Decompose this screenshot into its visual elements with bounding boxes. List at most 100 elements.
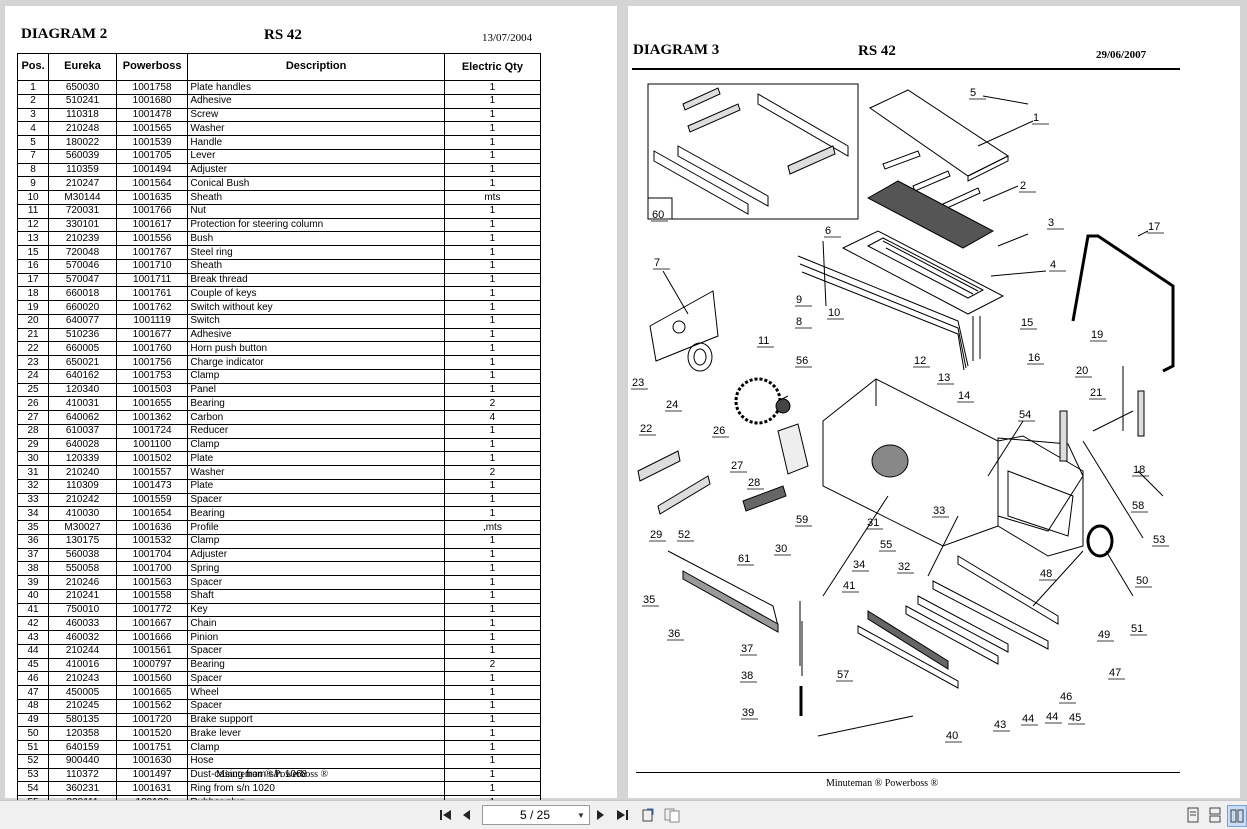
column-header-powerboss: Powerboss [115, 53, 189, 81]
cell-eureka: 450005 [48, 685, 117, 700]
cell-qty: 1 [443, 383, 542, 397]
cell-qty: 1 [443, 218, 542, 232]
next-page-icon[interactable] [593, 805, 609, 825]
cell-qty: 1 [443, 561, 542, 576]
cell-pos: 22 [16, 341, 50, 356]
cell-powerboss: 1001762 [115, 300, 189, 315]
document-date: 13/07/2004 [482, 32, 533, 44]
cell-eureka: 750010 [48, 603, 117, 617]
cell-eureka: 120340 [48, 383, 117, 397]
callout-number: 36 [668, 628, 680, 640]
callout-number: 17 [1148, 221, 1160, 233]
last-page-icon[interactable] [613, 805, 631, 825]
callout-number: 58 [1132, 500, 1144, 512]
cell-powerboss: 1001724 [115, 424, 189, 438]
cell-pos: 1 [16, 80, 50, 95]
single-page-view-icon[interactable] [1185, 805, 1201, 825]
cell-pos: 47 [16, 685, 50, 700]
cell-eureka: 640077 [48, 314, 117, 328]
first-page-icon[interactable] [437, 805, 455, 825]
cell-eureka: 110309 [48, 479, 117, 493]
cell-eureka: 570046 [48, 259, 117, 273]
cell-powerboss: 1001655 [115, 396, 189, 411]
cell-description: Clamp [187, 534, 445, 548]
callout-number: 26 [713, 425, 725, 437]
cell-powerboss: 1001654 [115, 506, 189, 521]
cell-eureka: 660005 [48, 341, 117, 356]
cell-description: Reducer [187, 424, 445, 438]
cell-pos: 2 [16, 94, 50, 108]
continuous-view-icon[interactable] [1207, 805, 1223, 825]
cell-qty: 1 [443, 80, 542, 95]
cell-description: Spacer [187, 699, 445, 713]
cell-pos: 34 [16, 506, 50, 521]
facing-view-icon[interactable] [1227, 805, 1247, 827]
callout-number: 50 [1136, 575, 1148, 587]
cell-pos: 28 [16, 424, 50, 438]
cell-eureka: 210247 [48, 176, 117, 191]
cell-qty: 1 [443, 575, 542, 590]
cell-powerboss: 1001665 [115, 685, 189, 700]
header-rule [632, 68, 1180, 70]
cell-eureka: 210240 [48, 465, 117, 480]
cell-eureka: 510241 [48, 94, 117, 108]
cell-qty: 1 [443, 94, 542, 108]
cell-qty: 1 [443, 630, 542, 645]
cell-pos: 16 [16, 259, 50, 273]
cell-eureka: 560038 [48, 548, 117, 562]
cell-eureka: 550058 [48, 561, 117, 576]
cell-eureka: 640062 [48, 410, 117, 425]
cell-pos: 15 [16, 245, 50, 260]
previous-page-icon[interactable] [458, 805, 474, 825]
cell-eureka: 110318 [48, 108, 117, 122]
cell-qty: 2 [443, 658, 542, 672]
chevron-down-icon: ▼ [577, 810, 585, 820]
cell-description: Bearing [187, 506, 445, 521]
cell-qty: 1 [443, 493, 542, 507]
exploded-parts-diagram: 1234567891011121314151617181920212223242… [631, 83, 1175, 743]
cell-pos: 48 [16, 699, 50, 713]
cell-qty: 1 [443, 685, 542, 700]
callout-number: 38 [741, 670, 753, 682]
cell-pos: 17 [16, 273, 50, 287]
pdf-viewer-toolbar: 5 / 25 ▼ [0, 800, 1247, 829]
callout-number: 7 [654, 257, 660, 269]
two-page-icon[interactable] [663, 805, 681, 825]
cell-description: Bearing [187, 658, 445, 672]
cell-eureka: 720031 [48, 204, 117, 218]
cell-qty: 1 [443, 754, 542, 768]
cell-description: Brake lever [187, 726, 445, 741]
callout-number: 1 [1033, 112, 1039, 124]
cell-powerboss: 1001502 [115, 451, 189, 466]
cell-powerboss: 1001560 [115, 671, 189, 686]
rotate-view-icon[interactable] [640, 805, 658, 825]
callout-number: 52 [678, 529, 690, 541]
cell-eureka: 580135 [48, 713, 117, 727]
cell-qty: 1 [443, 644, 542, 658]
cell-description: Washer [187, 121, 445, 136]
callout-number: 14 [958, 390, 970, 402]
callout-number: 24 [666, 399, 678, 411]
cell-qty: 1 [443, 176, 542, 191]
page-number-select[interactable]: 5 / 25 ▼ [482, 805, 590, 825]
cell-eureka: 130175 [48, 534, 117, 548]
callout-number: 33 [933, 505, 945, 517]
cell-pos: 43 [16, 630, 50, 645]
cell-powerboss: 1001503 [115, 383, 189, 397]
cell-description: Profile [187, 520, 445, 535]
cell-pos: 40 [16, 589, 50, 603]
